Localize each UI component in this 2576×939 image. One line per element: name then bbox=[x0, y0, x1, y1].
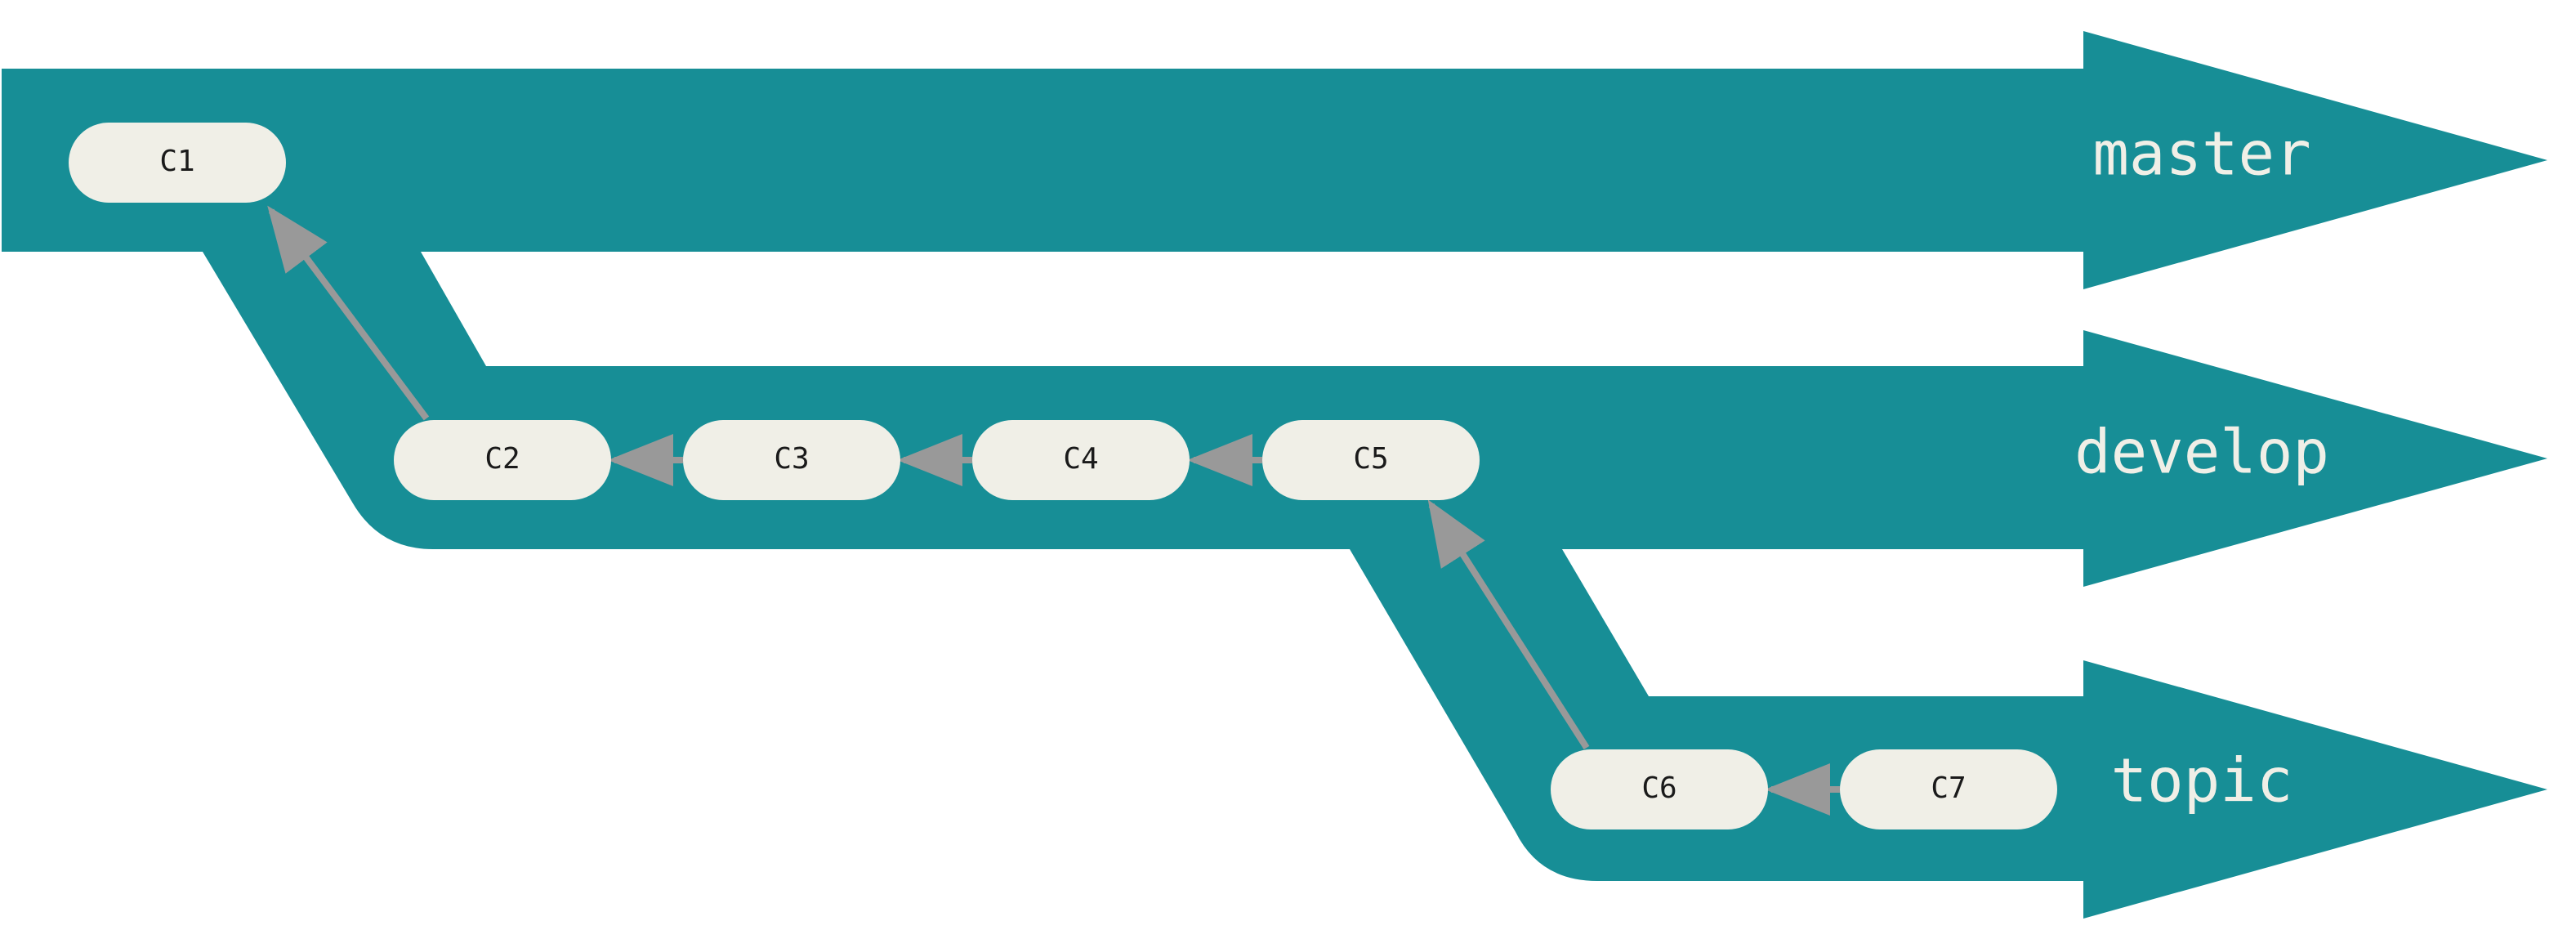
commit-c6[interactable]: C6 bbox=[1551, 749, 1768, 829]
commit-pill bbox=[1551, 749, 1768, 829]
commit-pill bbox=[1840, 749, 2057, 829]
branch-master bbox=[2, 31, 2547, 289]
commit-label: C5 bbox=[1353, 442, 1388, 476]
master-band bbox=[2, 31, 2547, 289]
commit-pill bbox=[1262, 420, 1480, 500]
commit-label: C3 bbox=[774, 442, 809, 476]
commit-pill bbox=[394, 420, 611, 500]
topic-band bbox=[1350, 549, 2547, 919]
arrow-c6-c5 bbox=[1427, 499, 1590, 750]
commit-c1[interactable]: C1 bbox=[69, 123, 286, 203]
branch-label-master: master bbox=[2092, 119, 2310, 190]
branch-label-develop: develop bbox=[2074, 418, 2329, 488]
commit-c4[interactable]: C4 bbox=[972, 420, 1190, 500]
commit-c5[interactable]: C5 bbox=[1262, 420, 1480, 500]
commit-label: C6 bbox=[1641, 771, 1676, 805]
commit-c7[interactable]: C7 bbox=[1840, 749, 2057, 829]
commit-pill bbox=[69, 123, 286, 203]
commit-label: C7 bbox=[1931, 771, 1966, 805]
commit-pill bbox=[972, 420, 1190, 500]
commit-label: C1 bbox=[159, 145, 194, 178]
branch-label-topic: topic bbox=[2111, 746, 2293, 816]
develop-band bbox=[203, 252, 2547, 587]
parent-arrows bbox=[267, 205, 1840, 816]
commit-c3[interactable]: C3 bbox=[683, 420, 900, 500]
arrow-c2-c1 bbox=[267, 205, 430, 421]
commit-pill bbox=[683, 420, 900, 500]
commit-label: C2 bbox=[484, 442, 520, 476]
commit-c2[interactable]: C2 bbox=[394, 420, 611, 500]
branch-topic bbox=[1350, 549, 2547, 919]
branch-develop bbox=[203, 252, 2547, 587]
commit-label: C4 bbox=[1063, 442, 1098, 476]
